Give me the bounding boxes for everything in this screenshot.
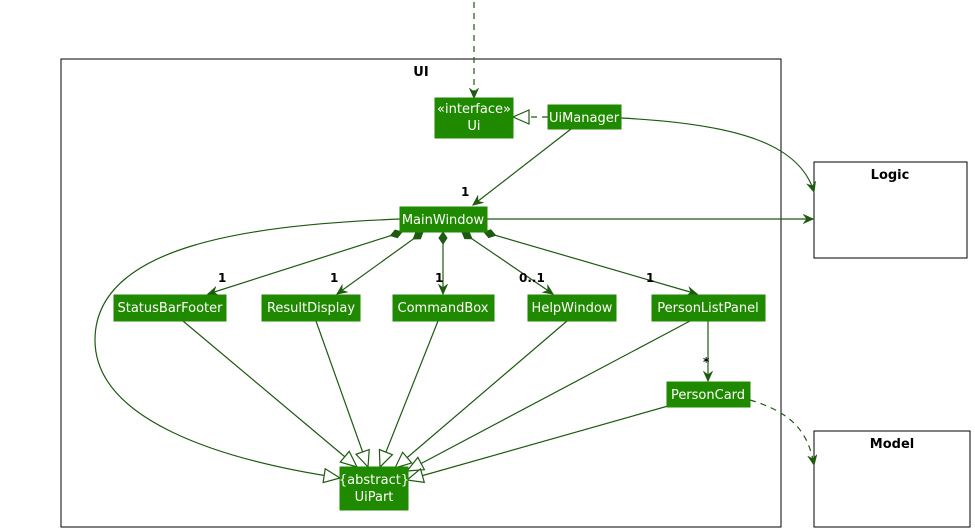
package-ui-title: UI	[413, 65, 428, 80]
class-statusbarfooter-name: StatusBarFooter	[117, 301, 223, 316]
mult-statusbarfooter: 1	[218, 271, 226, 285]
class-uipart-name: UiPart	[355, 490, 394, 505]
class-uimanager: UiManager	[547, 104, 622, 130]
edge-resultdisplay-inherits-uipart	[315, 320, 370, 469]
edge-uimanager-to-logic	[620, 117, 814, 192]
package-ui: UI	[60, 58, 782, 528]
edge-commandbox-inherits-uipart	[378, 320, 439, 469]
class-helpwindow: HelpWindow	[527, 294, 617, 322]
class-resultdisplay-name: ResultDisplay	[267, 301, 355, 316]
class-helpwindow-name: HelpWindow	[532, 301, 613, 316]
package-model-title: Model	[870, 437, 914, 452]
class-mainwindow-name: MainWindow	[402, 213, 485, 228]
class-commandbox: CommandBox	[392, 294, 495, 322]
package-logic: Logic	[813, 161, 968, 259]
mult-resultdisplay: 1	[330, 271, 338, 285]
class-uimanager-name: UiManager	[549, 111, 620, 126]
class-personcard-name: PersonCard	[671, 388, 745, 403]
edge-mainwindow-resultdisplay	[337, 232, 423, 294]
class-uipart-stereotype: {abstract}	[339, 473, 409, 488]
class-ui-stereotype: «interface»	[437, 102, 511, 117]
class-ui-name: Ui	[467, 119, 480, 134]
edge-personcard-inherits-uipart	[405, 405, 669, 484]
class-personcard: PersonCard	[666, 381, 751, 408]
package-logic-title: Logic	[871, 168, 910, 183]
class-commandbox-name: CommandBox	[398, 301, 489, 316]
class-personlistpanel-name: PersonListPanel	[657, 301, 758, 316]
edge-mainwindow-inherits-uipart	[94, 218, 401, 484]
edge-statusbarfooter-inherits-uipart	[182, 320, 359, 468]
class-personlistpanel: PersonListPanel	[651, 294, 766, 322]
class-ui-interface: «interface» Ui	[434, 97, 514, 139]
mult-commandbox: 1	[435, 271, 443, 285]
mult-mainwindow: 1	[461, 185, 469, 199]
class-uipart: {abstract} UiPart	[339, 466, 409, 511]
edge-personcard-to-model	[749, 399, 814, 465]
mult-personcard: *	[703, 355, 710, 369]
edge-helpwindow-inherits-uipart	[393, 320, 568, 469]
edge-mainwindow-personlistpanel	[484, 232, 697, 294]
mult-personlistpanel: 1	[646, 271, 654, 285]
class-resultdisplay: ResultDisplay	[261, 294, 361, 322]
class-statusbarfooter: StatusBarFooter	[113, 294, 227, 322]
edge-personlistpanel-inherits-uipart	[405, 320, 691, 472]
class-mainwindow: MainWindow	[399, 206, 488, 233]
package-model: Model	[813, 430, 971, 528]
mult-helpwindow: 0..1	[519, 271, 545, 285]
edge-uimanager-to-mainwindow	[473, 128, 572, 205]
